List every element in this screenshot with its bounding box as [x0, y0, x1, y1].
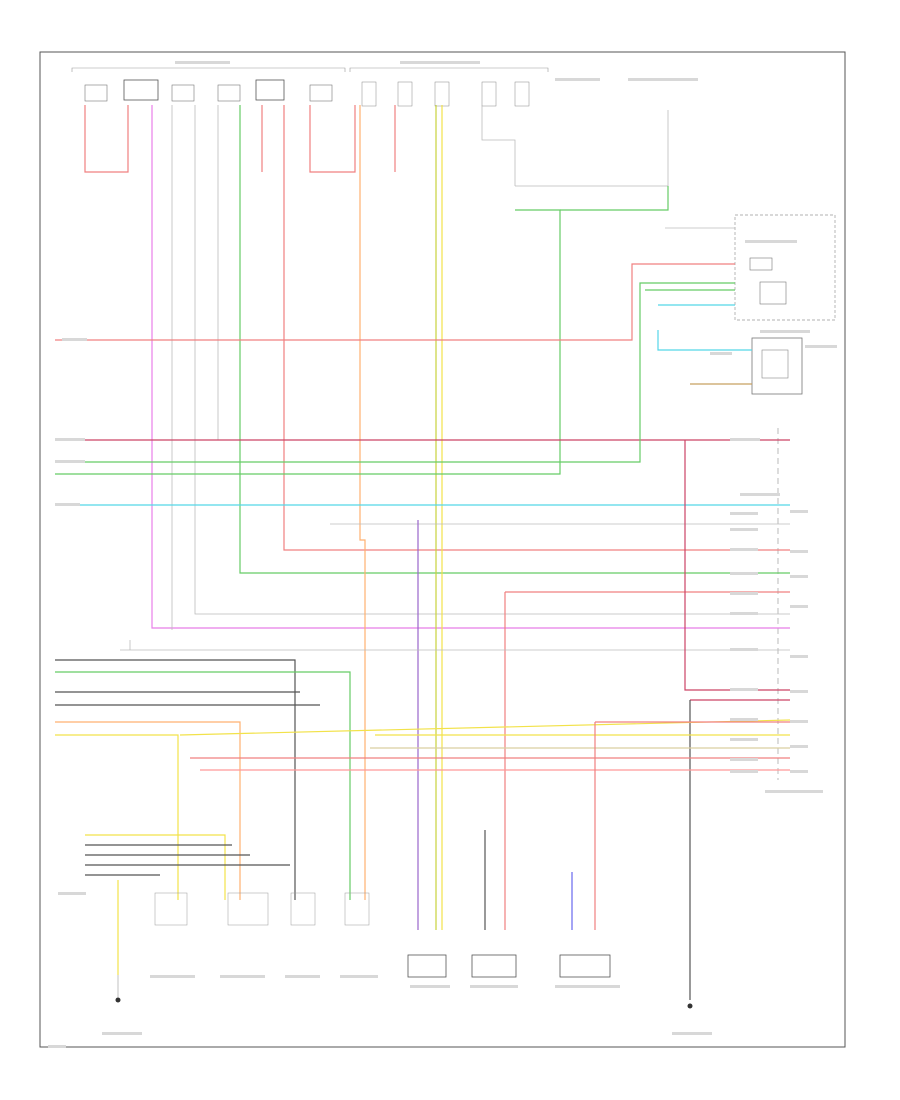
label-placeholder — [400, 61, 480, 64]
label-placeholder — [745, 240, 797, 243]
wire-red — [309, 105, 356, 173]
label-placeholder — [62, 338, 87, 341]
sensor-a — [407, 954, 447, 978]
wire-gray — [481, 105, 516, 186]
label-group — [48, 61, 837, 1048]
label-placeholder — [790, 510, 808, 513]
label-placeholder — [55, 438, 85, 441]
label-placeholder — [790, 720, 808, 723]
ground-left — [115, 975, 121, 1003]
module-connector-upper-right — [734, 214, 836, 321]
label-placeholder — [760, 330, 810, 333]
label-placeholder — [730, 592, 758, 595]
wire-cyan — [657, 330, 752, 351]
wire-green — [239, 105, 790, 574]
label-placeholder — [55, 503, 80, 506]
label-placeholder — [410, 985, 450, 988]
label-placeholder — [790, 770, 808, 773]
label-placeholder — [730, 438, 760, 441]
wire-red — [84, 105, 129, 173]
label-placeholder — [730, 648, 758, 651]
wire-green — [55, 671, 351, 900]
wire-group — [55, 105, 791, 1000]
wire-green — [55, 209, 561, 475]
wire-yellow — [85, 834, 226, 900]
label-placeholder — [150, 975, 195, 978]
label-placeholder — [470, 985, 518, 988]
label-placeholder — [730, 718, 758, 721]
fuse-block-left — [71, 67, 346, 102]
wire-gray — [194, 105, 790, 615]
wire-gray — [515, 110, 669, 187]
fuse-block-right — [349, 67, 549, 107]
sensor-b — [471, 954, 517, 978]
label-placeholder — [765, 790, 823, 793]
wire-orange — [55, 721, 241, 900]
wire-green — [560, 186, 669, 211]
label-placeholder — [672, 1032, 712, 1035]
injector-4 — [344, 892, 370, 926]
label-placeholder — [790, 745, 808, 748]
label-placeholder — [730, 548, 758, 551]
label-placeholder — [555, 985, 620, 988]
label-placeholder — [555, 78, 600, 81]
label-placeholder — [48, 1045, 66, 1048]
sensor-c — [559, 954, 611, 978]
injector-1 — [154, 892, 188, 926]
label-placeholder — [740, 493, 780, 496]
label-placeholder — [730, 512, 758, 515]
label-placeholder — [730, 738, 758, 741]
wire-green — [55, 282, 735, 463]
injector-2 — [227, 892, 269, 926]
wire-orange — [359, 105, 366, 900]
label-placeholder — [790, 605, 808, 608]
ground-right — [687, 1003, 693, 1009]
wire-dark_red — [684, 440, 790, 691]
label-placeholder — [730, 572, 758, 575]
label-placeholder — [790, 575, 808, 578]
label-placeholder — [58, 892, 86, 895]
label-placeholder — [628, 78, 698, 81]
injector-3 — [290, 892, 316, 926]
module-sensor-right — [751, 337, 803, 395]
label-placeholder — [220, 975, 265, 978]
label-placeholder — [710, 352, 732, 355]
label-placeholder — [730, 528, 758, 531]
label-placeholder — [102, 1032, 142, 1035]
wire-magenta — [151, 105, 790, 629]
label-placeholder — [805, 345, 837, 348]
label-placeholder — [730, 770, 758, 773]
wire-red — [283, 105, 790, 551]
label-placeholder — [790, 550, 808, 553]
label-placeholder — [340, 975, 378, 978]
label-placeholder — [790, 655, 808, 658]
label-placeholder — [55, 460, 85, 463]
wire-red — [55, 263, 735, 341]
label-placeholder — [730, 758, 758, 761]
label-placeholder — [790, 690, 808, 693]
label-placeholder — [285, 975, 320, 978]
label-placeholder — [730, 612, 758, 615]
label-placeholder — [175, 61, 230, 64]
label-placeholder — [730, 688, 758, 691]
wire-black — [55, 659, 296, 900]
diagram-frame — [39, 51, 846, 1048]
